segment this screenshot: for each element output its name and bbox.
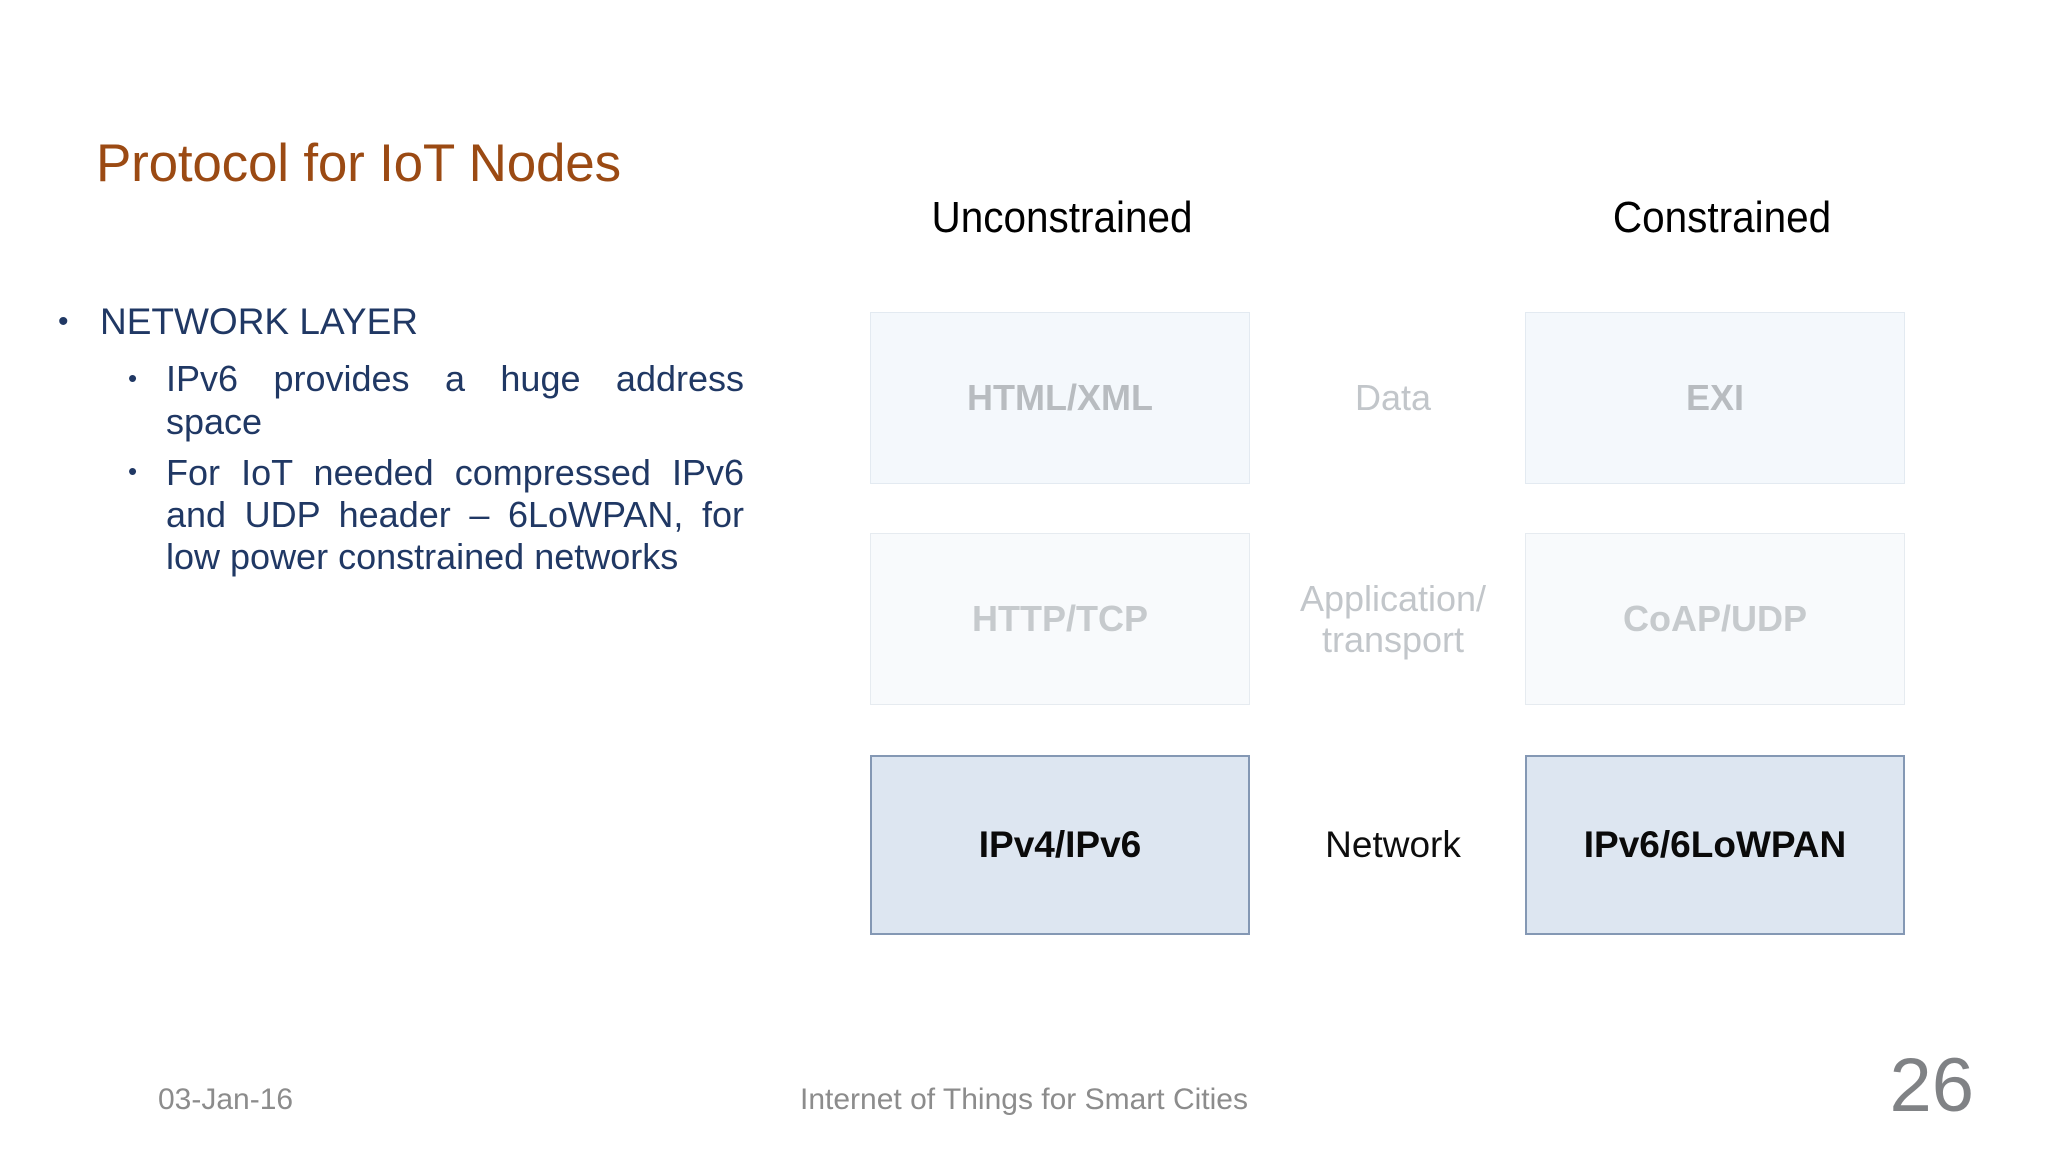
bullet-dot-icon: •	[128, 362, 138, 393]
stack-row-application-transport: HTTP/TCP Application/ transport CoAP/UDP	[862, 533, 1982, 705]
bullet-ipv6-address-space: • IPv6 provides a huge address space	[44, 358, 744, 442]
bullet-label: IPv6 provides a huge address space	[166, 358, 744, 442]
stack-row-network: IPv4/IPv6 Network IPv6/6LoWPAN	[862, 755, 1982, 935]
layer-label-line-2: transport	[1321, 619, 1465, 660]
protocol-box-ipv6-6lowpan: IPv6/6LoWPAN	[1525, 755, 1905, 935]
bullet-6lowpan: • For IoT needed compressed IPv6 and UDP…	[44, 452, 744, 578]
layer-label-data: Data	[1354, 377, 1432, 419]
body-content: • NETWORK LAYER • IPv6 provides a huge a…	[44, 300, 844, 587]
layer-label-line-1: Application/	[1299, 577, 1487, 619]
bullet-dot-icon: •	[128, 456, 138, 487]
bullet-network-layer: • NETWORK LAYER	[44, 300, 844, 344]
page-number: 26	[1889, 1043, 1974, 1128]
footer-date: 03-Jan-16	[158, 1083, 294, 1116]
column-header-unconstrained: Unconstrained	[931, 193, 1193, 242]
layer-label-network: Network	[1325, 823, 1461, 865]
column-header-constrained: Constrained	[1612, 193, 1832, 242]
protocol-box-html-xml: HTML/XML	[870, 312, 1250, 484]
sub-bullet-list: • IPv6 provides a huge address space • F…	[44, 358, 844, 578]
footer-subject: Internet of Things for Smart Cities	[800, 1083, 1248, 1116]
protocol-box-ipv4-ipv6: IPv4/IPv6	[870, 755, 1250, 935]
bullet-label: NETWORK LAYER	[100, 301, 418, 342]
bullet-label: For IoT needed compressed IPv6 and UDP h…	[166, 451, 744, 577]
page-title: Protocol for IoT Nodes	[96, 134, 621, 193]
protocol-stack-diagram: Unconstrained Constrained HTML/XML Data …	[862, 196, 1982, 956]
stack-row-data: HTML/XML Data EXI	[862, 312, 1982, 484]
protocol-box-exi: EXI	[1525, 312, 1905, 484]
protocol-box-coap-udp: CoAP/UDP	[1525, 533, 1905, 705]
bullet-dot-icon: •	[58, 304, 69, 338]
layer-label-application-transport: Application/ transport	[1262, 533, 1524, 705]
protocol-box-http-tcp: HTTP/TCP	[870, 533, 1250, 705]
